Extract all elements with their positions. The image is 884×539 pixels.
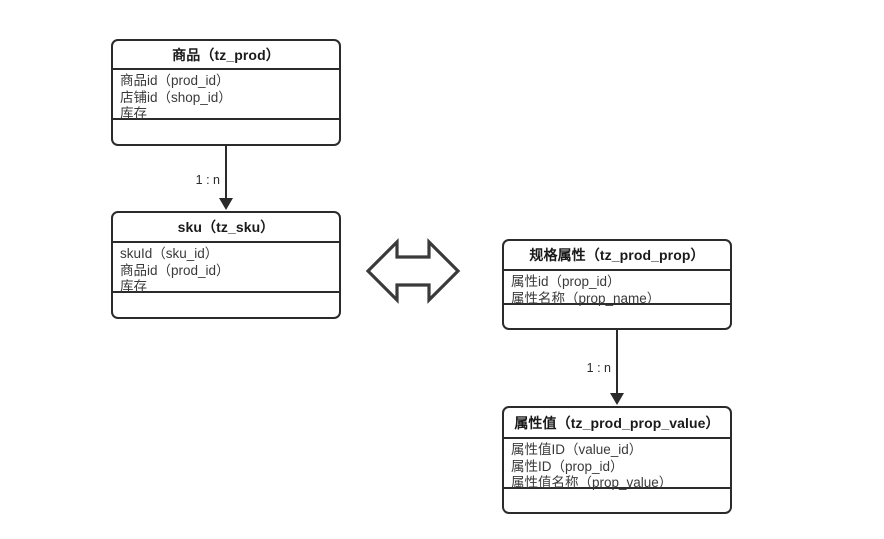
entity-tz-sku[interactable]: sku（tz_sku） skuId（sku_id） 商品id（prod_id） … xyxy=(111,211,341,319)
double-headed-arrow-icon xyxy=(365,238,461,304)
entity-tz-prod-prop-value[interactable]: 属性值（tz_prod_prop_value） 属性值ID（value_id） … xyxy=(502,406,732,514)
entity-title: 属性值（tz_prod_prop_value） xyxy=(504,408,730,439)
entity-field: 库存 xyxy=(120,106,147,121)
entity-title: 商品（tz_prod） xyxy=(113,41,339,70)
entity-field: 商品id（prod_id） xyxy=(120,73,230,88)
entity-tz-prod-prop[interactable]: 规格属性（tz_prod_prop） 属性id（prop_id） 属性名称（pr… xyxy=(502,239,732,330)
entity-field-list: 属性值ID（value_id） 属性ID（prop_id） 属性值名称（prop… xyxy=(504,439,730,490)
relation-label: 1 : n xyxy=(195,173,220,187)
relation-prop-to-prop-value: 1 : n xyxy=(581,330,661,406)
entity-footer xyxy=(113,293,339,317)
relation-prod-to-sku: 1 : n xyxy=(190,146,270,211)
entity-field: 店铺id（shop_id） xyxy=(120,89,232,105)
entity-footer xyxy=(504,489,730,512)
entity-footer xyxy=(504,305,730,328)
entity-field: 库存 xyxy=(120,279,147,294)
entity-footer xyxy=(113,120,339,144)
relation-arrowhead-icon xyxy=(219,198,233,210)
relation-line xyxy=(616,330,618,394)
entity-field-list: 商品id（prod_id） 店铺id（shop_id） 库存 xyxy=(113,70,339,121)
entity-field: skuId（sku_id） xyxy=(120,246,219,261)
entity-field-list: skuId（sku_id） 商品id（prod_id） 库存 xyxy=(113,243,339,294)
entity-tz-prod[interactable]: 商品（tz_prod） 商品id（prod_id） 店铺id（shop_id） … xyxy=(111,39,341,146)
association-double-arrow-icon[interactable] xyxy=(365,236,461,306)
entity-field: 属性值名称（prop_value） xyxy=(511,475,673,490)
entity-field: 属性值ID（value_id） xyxy=(511,442,643,457)
entity-field: 商品id（prod_id） xyxy=(120,262,230,278)
entity-title: 规格属性（tz_prod_prop） xyxy=(504,241,730,271)
entity-field: 属性id（prop_id） xyxy=(511,274,621,289)
entity-field: 属性名称（prop_name） xyxy=(511,290,661,306)
entity-title: sku（tz_sku） xyxy=(113,213,339,243)
relation-label: 1 : n xyxy=(586,361,611,375)
entity-field-list: 属性id（prop_id） 属性名称（prop_name） xyxy=(504,271,730,306)
entity-field: 属性ID（prop_id） xyxy=(511,458,624,474)
relation-arrowhead-icon xyxy=(610,393,624,405)
relation-line xyxy=(225,146,227,199)
